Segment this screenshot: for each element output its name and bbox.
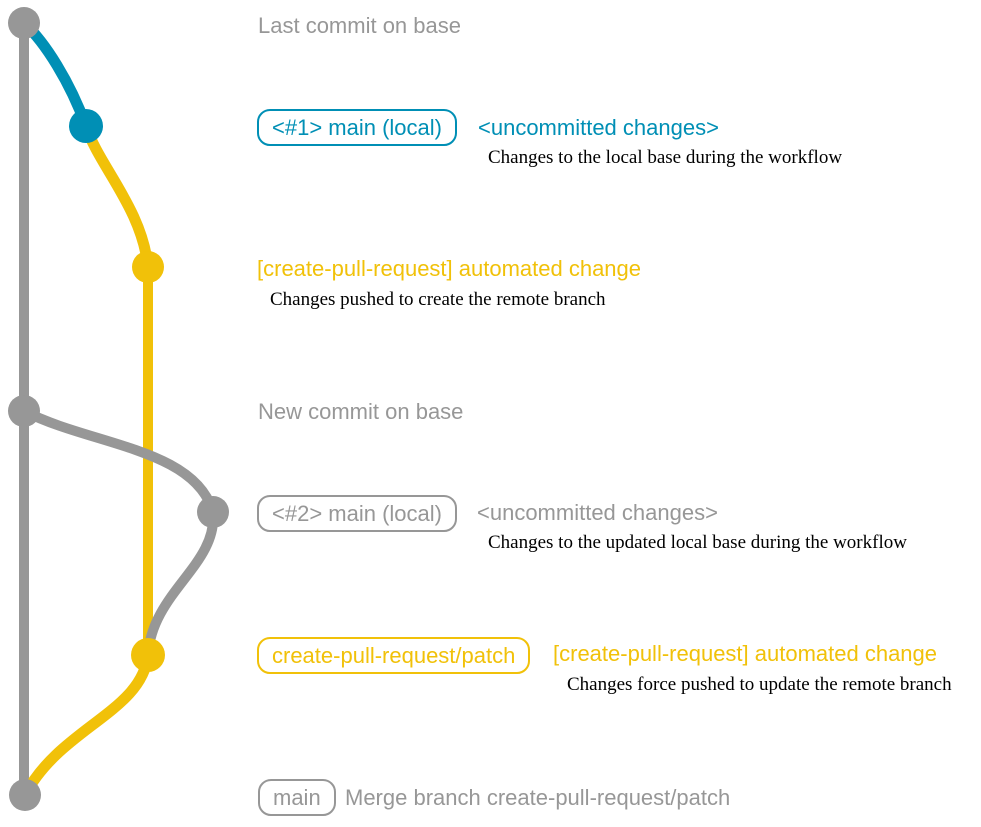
note-pushed-create-remote: Changes pushed to create the remote bran…: [270, 289, 606, 310]
edge-rebase-branch-in: [143, 511, 219, 656]
commit-node-last-commit-on-base: [8, 7, 40, 39]
graph-edges: [19, 18, 219, 798]
branch-badge-main: main: [258, 779, 336, 816]
commit-node-local-commit-2: [197, 496, 229, 528]
commit-message-merge: Merge branch create-pull-request/patch: [345, 785, 731, 810]
edge-local-branch-1: [20, 18, 92, 128]
commit-node-automated-commit-2: [131, 638, 165, 672]
branch-badge-main-local-1: <#1> main (local): [257, 109, 457, 146]
commit-message-uncommitted-2: <uncommitted changes>: [477, 500, 718, 525]
commit-node-merge-commit: [9, 779, 41, 811]
commit-node-local-commit-1: [69, 109, 103, 143]
note-force-pushed-update-remote: Changes force pushed to update the remot…: [567, 674, 952, 695]
commit-node-automated-commit-1: [132, 251, 164, 283]
edge-patch-branch-out: [80, 124, 154, 268]
graph-nodes: [8, 7, 229, 811]
note-updated-local-base-changes: Changes to the updated local base during…: [488, 532, 907, 553]
branch-badge-create-pull-request-patch: create-pull-request/patch: [257, 637, 531, 674]
edge-rebase-branch-out: [21, 406, 218, 514]
heading-last-commit-on-base: Last commit on base: [258, 13, 461, 38]
note-local-base-changes: Changes to the local base during the wor…: [488, 147, 843, 168]
branch-badge-main-local-2: <#2> main (local): [257, 495, 457, 532]
commit-message-automated-1: [create-pull-request] automated change: [257, 256, 642, 281]
commit-message-automated-2: [create-pull-request] automated change: [553, 641, 938, 666]
edge-merge-branch-in: [20, 654, 154, 798]
heading-new-commit-on-base: New commit on base: [258, 399, 464, 424]
commit-node-new-commit-on-base: [8, 395, 40, 427]
commit-message-uncommitted-1: <uncommitted changes>: [478, 115, 719, 140]
